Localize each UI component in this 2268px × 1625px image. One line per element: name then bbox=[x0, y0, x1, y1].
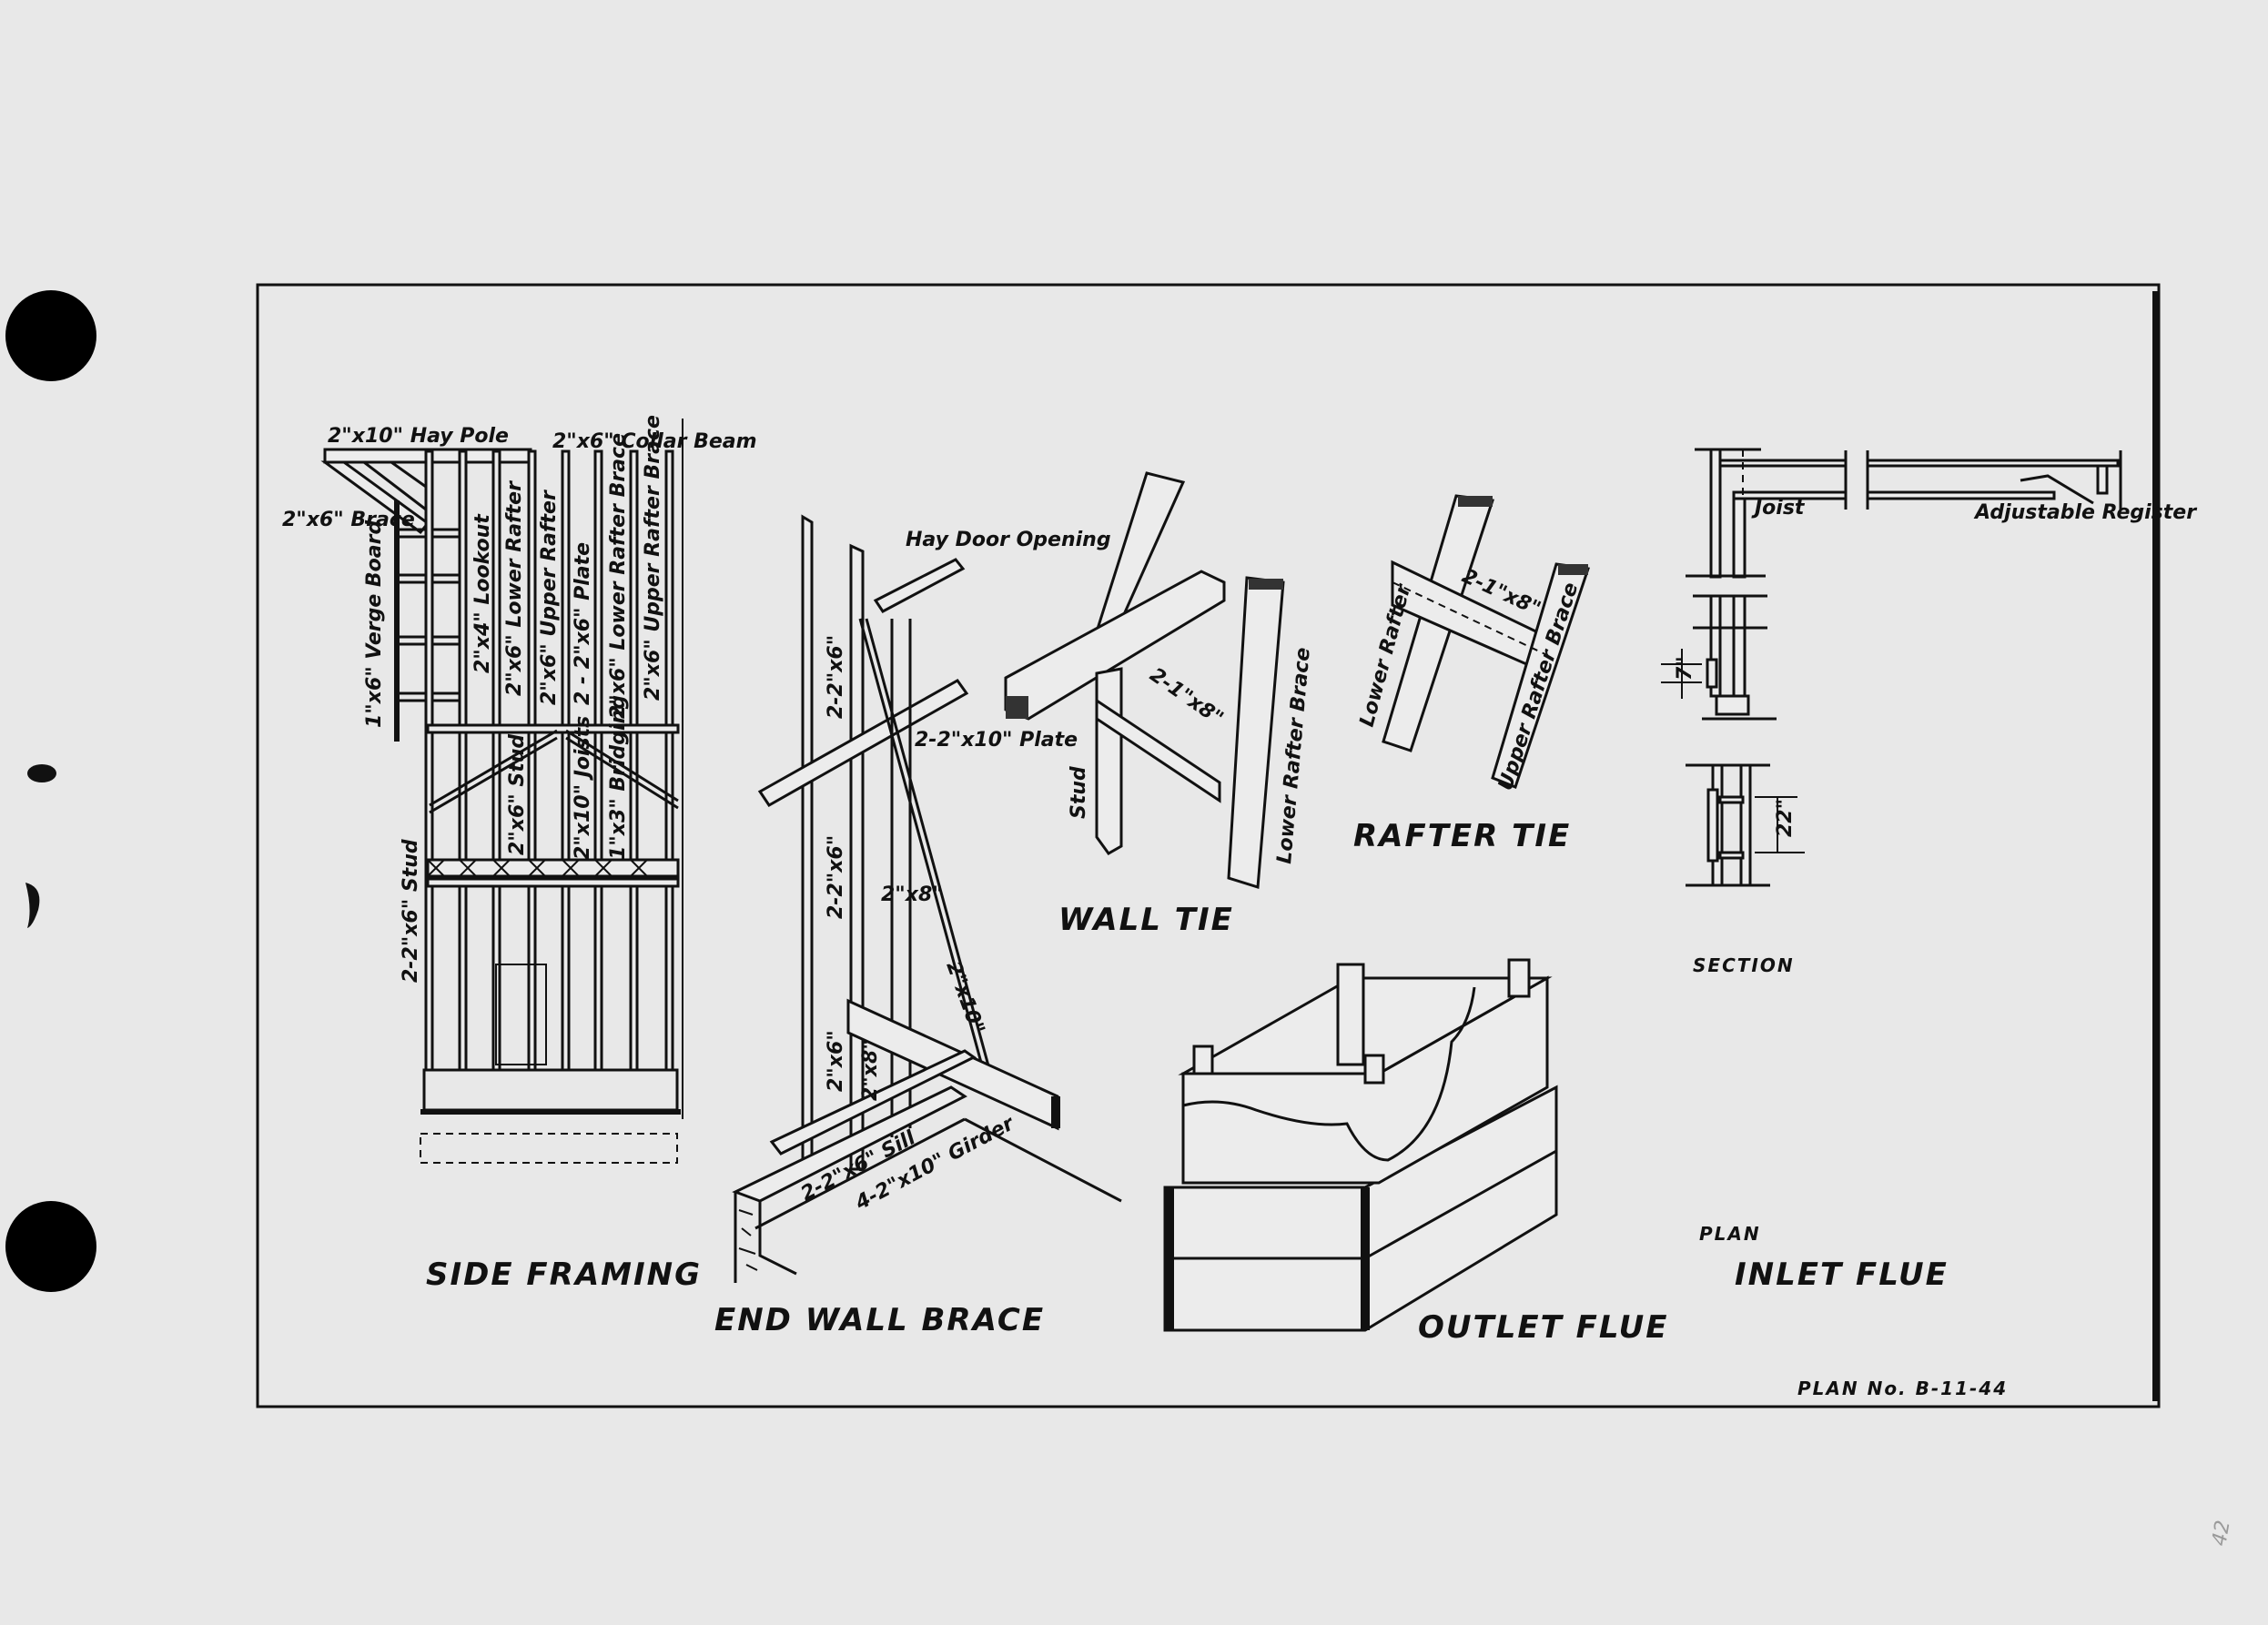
title-inlet-flue: INLET FLUE bbox=[1735, 1257, 1949, 1293]
label-stud-double: 2-2"x6" Stud bbox=[400, 839, 422, 983]
stud-line bbox=[664, 449, 674, 1072]
side-framing-labels: 2"x10" Hay Pole 2"x6" Collar Beam 2"x6" … bbox=[282, 415, 757, 1293]
title-outlet-flue: OUTLET FLUE bbox=[1418, 1309, 1669, 1346]
label-section: SECTION bbox=[1693, 954, 1795, 976]
stud-line bbox=[527, 449, 537, 1072]
wall-tie-drawing bbox=[1004, 471, 1285, 889]
label-stud-bottom: 2"x6" bbox=[825, 1030, 847, 1092]
title-side-framing: SIDE FRAMING bbox=[426, 1257, 702, 1293]
label-plate: 2-2"x10" Plate bbox=[915, 729, 1078, 752]
stud-line bbox=[458, 449, 468, 1072]
stud-line bbox=[561, 449, 571, 1072]
label-lookout: 2"x4" Lookout bbox=[471, 513, 494, 673]
stud-line bbox=[629, 449, 639, 1072]
inlet-flue-labels: Joist Adjustable Register 7" 22" SECTION… bbox=[1674, 497, 2197, 1293]
label-brace: 2"x6" Brace bbox=[282, 509, 415, 531]
label-hay-door: Hay Door Opening bbox=[906, 529, 1111, 551]
label-adjustable-register: Adjustable Register bbox=[1973, 501, 2197, 524]
label-lower-rafter-brace: 2"x6" Lower Rafter Brace bbox=[607, 433, 630, 719]
punch-mark bbox=[25, 883, 40, 928]
label-collar-beam: 2"x6" Collar Beam bbox=[552, 430, 757, 453]
outlet-flue-drawing bbox=[1163, 958, 1558, 1332]
label-dim-22: 22" bbox=[1774, 799, 1797, 837]
side-framing-drawing bbox=[320, 419, 683, 1164]
label-upper-rafter-brace: 2"x6" Upper Rafter Brace bbox=[642, 415, 664, 701]
punch-mark bbox=[27, 764, 56, 782]
title-rafter-tie: RAFTER TIE bbox=[1353, 818, 1571, 854]
label-plan: PLAN bbox=[1699, 1223, 1761, 1245]
label-bridging: 1"x3" Bridging bbox=[607, 695, 630, 860]
label-joist: Joist bbox=[1751, 497, 1806, 520]
end-wall-brace-drawing bbox=[732, 514, 1122, 1283]
label-stud-upper: 2-2"x6" bbox=[825, 635, 847, 719]
label-dim-7: 7" bbox=[1674, 656, 1696, 681]
inlet-flue-drawing bbox=[1661, 448, 2122, 887]
punch-hole-bottom bbox=[5, 1201, 96, 1292]
drawing-border bbox=[256, 283, 2161, 1408]
label-stud-bottom-2x8: 2"x8" bbox=[859, 1039, 882, 1101]
stud-line bbox=[424, 449, 434, 1072]
plan-number: PLAN No. B-11-44 bbox=[1797, 1378, 2008, 1399]
label-stud-lower: 2-2"x6" bbox=[825, 835, 847, 919]
label-brace-2x8: 2"x8" bbox=[881, 883, 943, 906]
page-number: 42 bbox=[2208, 1519, 2234, 1548]
title-end-wall-brace: END WALL BRACE bbox=[714, 1302, 1045, 1338]
label-hay-pole: 2"x10" Hay Pole bbox=[328, 425, 509, 448]
title-wall-tie: WALL TIE bbox=[1058, 902, 1234, 938]
label-joists: 2"x10" Joists bbox=[572, 716, 594, 860]
label-wall-tie-stud: Stud bbox=[1068, 766, 1090, 819]
label-upper-rafter: 2"x6" Upper Rafter bbox=[538, 490, 561, 705]
label-lower-rafter: 2"x6" Lower Rafter bbox=[503, 480, 526, 696]
label-stud: 2"x6" Stud bbox=[506, 734, 529, 855]
label-verge-board: 1"x6" Verge Board bbox=[363, 520, 386, 728]
label-plate: 2 - 2"x6" Plate bbox=[572, 542, 594, 705]
rafter-tie-drawing bbox=[1382, 494, 1590, 789]
punch-hole-top bbox=[5, 290, 96, 381]
